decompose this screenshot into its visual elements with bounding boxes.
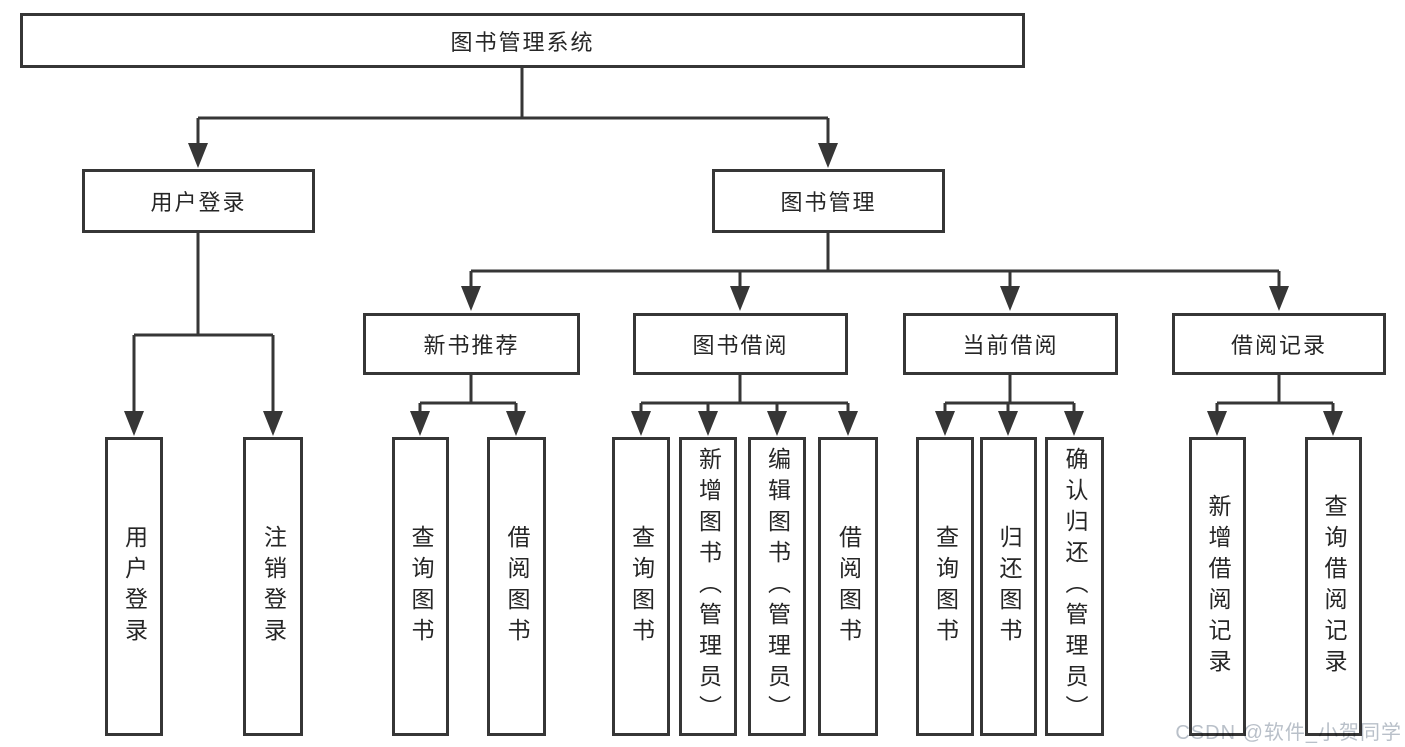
arrow-down-icon xyxy=(1323,411,1343,436)
leaf-logout: 注销登录 xyxy=(243,437,303,736)
connector-book-borrow-to-leaves xyxy=(631,375,858,436)
arrow-down-icon xyxy=(1207,411,1227,436)
node-book-management: 图书管理 xyxy=(712,169,945,233)
connector-new-book-recommend-to-leaves xyxy=(410,375,526,436)
node-book-borrow: 图书借阅 xyxy=(633,313,848,375)
leaf-query-borrow-record: 查询借阅记录 xyxy=(1305,437,1362,736)
leaf-add-book-admin-label: 新增图书（管理员） xyxy=(695,447,722,726)
leaf-query-books-borrow-label: 查询图书 xyxy=(628,524,655,649)
connector-borrow-records-to-leaves xyxy=(1207,375,1343,436)
leaf-query-books-recommend-label: 查询图书 xyxy=(408,524,434,649)
arrow-down-icon xyxy=(730,286,750,311)
node-borrow-records-label: 借阅记录 xyxy=(1230,333,1327,358)
leaf-logout-label: 注销登录 xyxy=(260,524,287,649)
arrow-down-icon xyxy=(263,411,283,436)
leaf-borrow-books-recommend-label: 借阅图书 xyxy=(504,524,530,649)
node-user-login: 用户登录 xyxy=(82,169,315,233)
leaf-borrow-books-borrow: 借阅图书 xyxy=(818,437,878,736)
node-new-book-recommend: 新书推荐 xyxy=(363,313,580,375)
leaf-add-borrow-record: 新增借阅记录 xyxy=(1189,437,1246,736)
leaf-query-books-current-label: 查询图书 xyxy=(932,524,959,649)
leaf-return-book: 归还图书 xyxy=(980,437,1037,736)
leaf-edit-book-admin: 编辑图书（管理员） xyxy=(748,437,806,736)
arrow-down-icon xyxy=(998,411,1018,436)
node-new-book-recommend-label: 新书推荐 xyxy=(423,333,520,358)
leaf-query-borrow-record-label: 查询借阅记录 xyxy=(1321,493,1347,680)
leaf-query-books-current: 查询图书 xyxy=(916,437,974,736)
node-root-label: 图书管理系统 xyxy=(450,29,595,55)
leaf-user-login-label: 用户登录 xyxy=(121,524,148,649)
connector-root-to-level1 xyxy=(188,68,838,168)
leaf-confirm-return-admin: 确认归还（管理员） xyxy=(1045,437,1104,736)
arrow-down-icon xyxy=(506,411,526,436)
arrow-down-icon xyxy=(1269,286,1289,311)
leaf-add-book-admin: 新增图书（管理员） xyxy=(679,437,737,736)
connector-user-login-to-leaves xyxy=(124,233,283,436)
node-borrow-records: 借阅记录 xyxy=(1172,313,1386,375)
arrow-down-icon xyxy=(631,411,651,436)
leaf-query-books-borrow: 查询图书 xyxy=(612,437,670,736)
connector-current-borrow-to-leaves xyxy=(935,375,1084,436)
leaf-edit-book-admin-label: 编辑图书（管理员） xyxy=(764,447,791,726)
leaf-query-books-recommend: 查询图书 xyxy=(392,437,449,736)
node-current-borrow-label: 当前借阅 xyxy=(962,333,1059,358)
leaf-user-login: 用户登录 xyxy=(105,437,163,736)
watermark: CSDN @软件_小贺同学 xyxy=(1175,722,1402,744)
leaf-add-borrow-record-label: 新增借阅记录 xyxy=(1205,493,1231,680)
leaf-confirm-return-admin-label: 确认归还（管理员） xyxy=(1062,447,1088,726)
node-user-login-label: 用户登录 xyxy=(150,190,247,215)
arrow-down-icon xyxy=(461,286,481,311)
arrow-down-icon xyxy=(1064,411,1084,436)
node-book-borrow-label: 图书借阅 xyxy=(692,333,789,358)
node-root: 图书管理系统 xyxy=(20,13,1025,68)
arrow-down-icon xyxy=(838,411,858,436)
leaf-borrow-books-recommend: 借阅图书 xyxy=(487,437,546,736)
node-current-borrow: 当前借阅 xyxy=(903,313,1118,375)
node-book-management-label: 图书管理 xyxy=(780,190,877,215)
arrow-down-icon xyxy=(188,143,208,168)
arrow-down-icon xyxy=(124,411,144,436)
arrow-down-icon xyxy=(935,411,955,436)
arrow-down-icon xyxy=(818,143,838,168)
arrow-down-icon xyxy=(410,411,430,436)
connector-book-management-to-level2 xyxy=(461,233,1289,311)
leaf-return-book-label: 归还图书 xyxy=(996,524,1022,649)
arrow-down-icon xyxy=(1000,286,1020,311)
leaf-borrow-books-borrow-label: 借阅图书 xyxy=(835,524,862,649)
arrow-down-icon xyxy=(767,411,787,436)
arrow-down-icon xyxy=(698,411,718,436)
